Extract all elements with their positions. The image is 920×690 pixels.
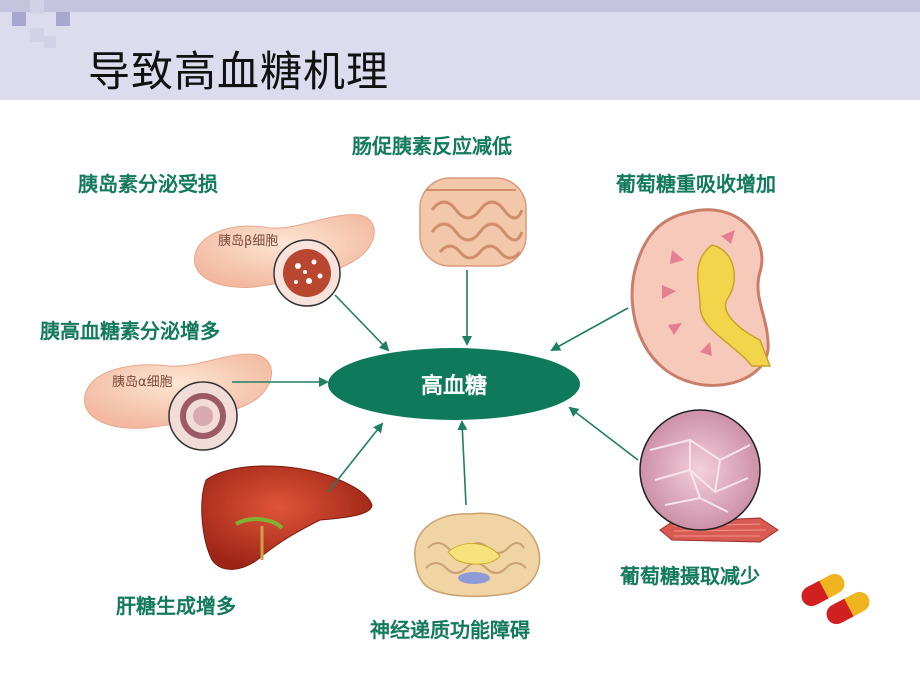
label-hepatic-glucose: 肝糖生成增多 [116,594,236,618]
pill-capsules-illustration [801,573,870,625]
label-incretin: 肠促胰素反应减低 [352,134,512,158]
decor-square [30,28,44,42]
pancreas-alpha-illustration [84,353,272,451]
decor-square [56,12,70,26]
center-ellipse [328,348,580,420]
label-glucagon: 胰高血糖素分泌增多 [40,319,220,343]
arrows [232,270,639,506]
label-glucose-uptake: 葡萄糖摄取减少 [620,564,760,588]
label-glucose-reabsorption: 葡萄糖重吸收增加 [616,172,776,196]
label-neuro: 神经递质功能障碍 [370,618,530,642]
label-pancreas-insulin: 胰岛素分泌受损 [78,172,218,196]
liver-illustration [201,465,373,570]
pancreas-beta-illustration [194,214,375,307]
arrow-from-liver [327,422,384,493]
decor-square [44,36,56,48]
decor-square [30,0,44,14]
label-alpha-cell: 胰岛α细胞 [112,375,173,390]
arrow-from-kidney [550,307,629,351]
arrow-from-muscle [568,406,639,461]
arrow-from-brain [457,420,468,506]
arrow-from-pancreas-beta [334,294,390,352]
label-beta-cell: 胰岛β细胞 [218,234,279,249]
intestine-illustration [419,177,527,267]
header-banner [0,0,920,100]
kidney-illustration [630,208,772,387]
decor-square [12,12,26,26]
brain-illustration [414,512,541,598]
muscle-illustration [639,409,779,543]
header-band [0,0,920,12]
center-label: 高血糖 [420,374,487,399]
page-title: 导致高血糖机理 [88,47,390,96]
